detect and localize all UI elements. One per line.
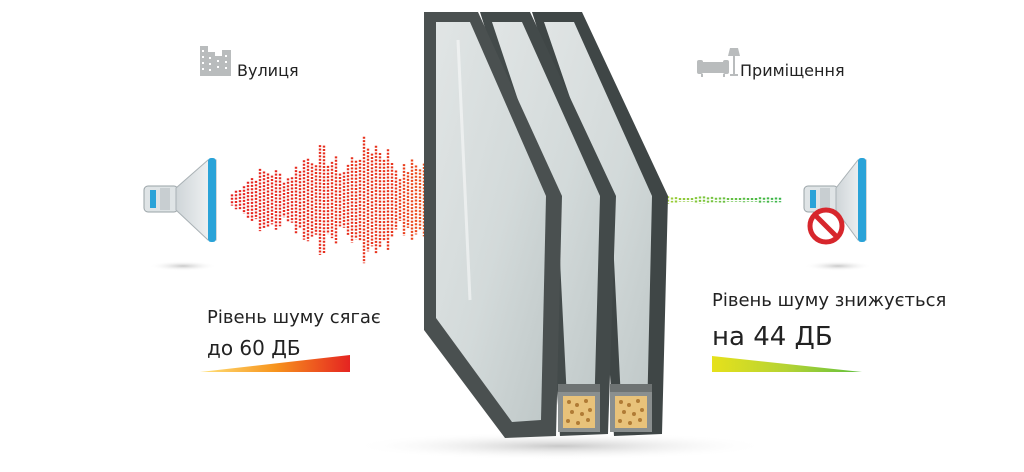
no-sign-icon	[807, 207, 845, 245]
double-glazed-window	[424, 12, 668, 438]
noise-level-bar-street	[200, 355, 350, 372]
spacer-left	[558, 384, 600, 432]
spacer-right	[610, 384, 652, 432]
street-label: Вулиця	[237, 61, 299, 80]
sofa-lamp-icon	[697, 48, 740, 77]
room-noise-text: Рівень шуму знижується	[712, 290, 947, 311]
glass-pane-1	[424, 12, 562, 438]
room-label: Приміщення	[740, 61, 845, 80]
street-noise-text: Рівень шуму сягає	[207, 307, 381, 328]
speaker-shadow-left	[149, 261, 217, 271]
room-noise-value: на 44 ДБ	[712, 322, 833, 352]
window-shadow	[350, 432, 770, 460]
glass-pane-3	[532, 12, 668, 436]
street-noise-value: до 60 ДБ	[207, 336, 301, 360]
noise-level-bar-room	[712, 356, 862, 372]
loudspeaker-icon	[143, 158, 217, 242]
speaker-shadow-right	[804, 261, 872, 271]
city-buildings-icon	[200, 46, 231, 76]
